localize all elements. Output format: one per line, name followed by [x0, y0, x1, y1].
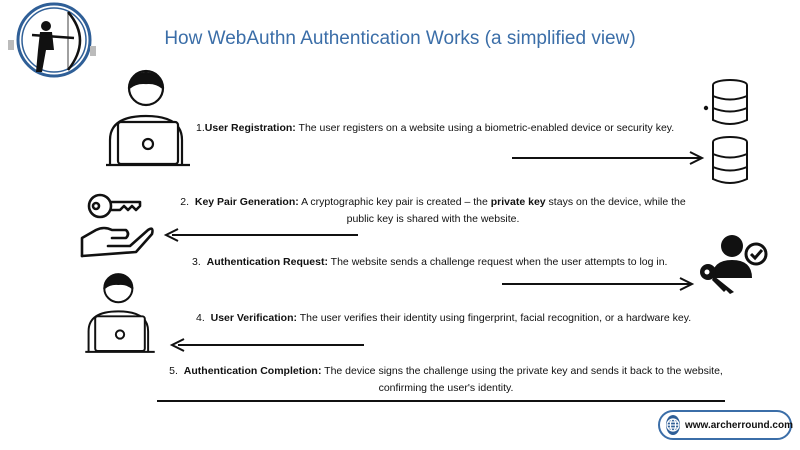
page-title: How WebAuthn Authentication Works (a sim…: [164, 28, 636, 49]
globe-icon: [666, 415, 680, 435]
arrow-left: [163, 228, 358, 242]
step-number: 5.: [169, 365, 178, 377]
key-hand-icon: [78, 190, 158, 260]
step-label: User Verification:: [210, 312, 297, 324]
divider: [157, 400, 725, 402]
step-label: Key Pair Generation:: [194, 196, 299, 208]
website-link[interactable]: www.archerround.com: [685, 419, 793, 431]
step-label: Authentication Completion:: [183, 365, 322, 377]
arrow-right: [512, 151, 705, 165]
step-3: 3. Authentication Request: The website s…: [192, 254, 712, 271]
user-check-key-icon: [698, 232, 772, 294]
step-line: 2. Key Pair Generation: A cryptographic …: [160, 194, 706, 211]
archer-logo-icon: [6, 2, 98, 80]
step-text: stays on the device, while the: [545, 196, 686, 208]
step-text-line2: confirming the user's identity.: [378, 382, 514, 394]
database-icon: [702, 78, 752, 128]
step-text: The website sends a challenge request wh…: [327, 256, 668, 268]
arrow-left: [169, 338, 364, 352]
step-2: 2. Key Pair Generation: A cryptographic …: [160, 194, 706, 228]
step-5: 5. Authentication Completion: The device…: [148, 363, 744, 397]
user-laptop-icon: [80, 270, 160, 356]
step-1: 1.User Registration: The user registers …: [196, 120, 716, 137]
step-line: 5. Authentication Completion: The device…: [148, 363, 744, 380]
step-text: A cryptographic key pair is created – th…: [298, 196, 491, 208]
step-number: 2.: [180, 196, 190, 208]
user-laptop-icon: [104, 66, 192, 170]
step-number: 3.: [192, 256, 201, 268]
step-text-line2: public key is shared with the website.: [346, 213, 520, 225]
step-text: The user verifies their identity using f…: [296, 312, 692, 324]
step-number: 4.: [196, 312, 205, 324]
step-text: The user registers on a website using a …: [295, 122, 675, 134]
step-label: User Registration:: [204, 122, 296, 134]
step-number: 1.: [196, 122, 205, 134]
database-icon: [702, 135, 752, 187]
step-4: 4. User Verification: The user verifies …: [196, 310, 736, 327]
arrow-right: [502, 277, 695, 291]
step-emphasis: private key: [490, 196, 546, 208]
step-label: Authentication Request:: [206, 256, 328, 268]
website-badge[interactable]: www.archerround.com: [658, 410, 793, 440]
step-text: The device signs the challenge using the…: [321, 365, 723, 377]
